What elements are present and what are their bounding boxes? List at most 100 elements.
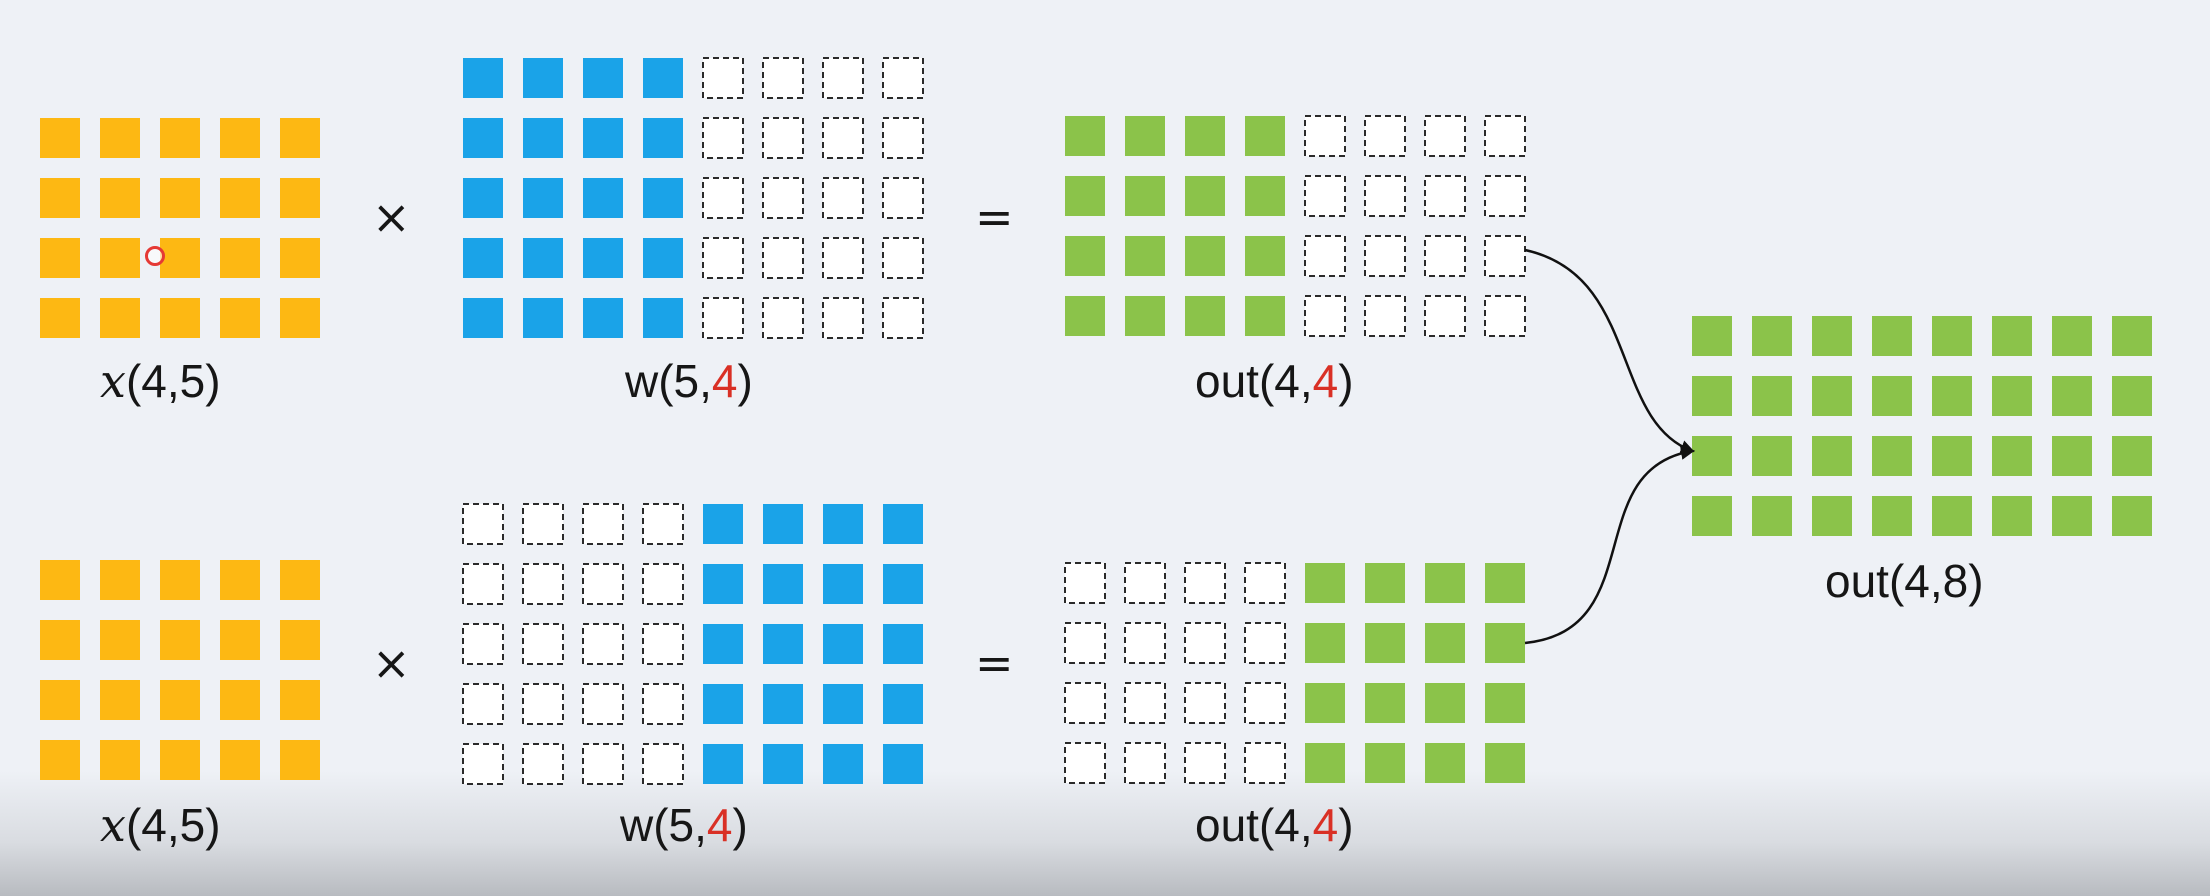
w-bottom-cell-4-6 xyxy=(823,744,863,784)
x-bottom-cell-1-2 xyxy=(160,620,200,660)
w-top-cell-4-2 xyxy=(583,298,623,338)
w-top-cell-2-0 xyxy=(463,178,503,218)
result-cell-3-6 xyxy=(2052,496,2092,536)
x-bottom-cell-0-2 xyxy=(160,560,200,600)
out-bottom-cell-1-4 xyxy=(1305,623,1345,663)
w-bottom-cell-4-7 xyxy=(883,744,923,784)
label-w-suffix: ) xyxy=(732,799,748,851)
w-bottom-cell-4-4 xyxy=(703,744,743,784)
out-bottom-cell-1-1-empty xyxy=(1124,622,1166,664)
x-top-cell-0-0 xyxy=(40,118,80,158)
out-top-cell-2-6-empty xyxy=(1424,235,1466,277)
w-bottom-cell-4-0-empty xyxy=(462,743,504,785)
label-x-var: x xyxy=(100,798,126,852)
result-cell-1-6 xyxy=(2052,376,2092,416)
result-cell-2-6 xyxy=(2052,436,2092,476)
w-top-cell-1-4-empty xyxy=(702,117,744,159)
x-top-cell-3-2 xyxy=(160,298,200,338)
w-top-cell-0-4-empty xyxy=(702,57,744,99)
w-top-cell-2-4-empty xyxy=(702,177,744,219)
label-out-bottom: out(4,4) xyxy=(1195,802,1354,848)
out-top-cell-1-4-empty xyxy=(1304,175,1346,217)
x-bottom-cell-1-1 xyxy=(100,620,140,660)
w-bottom-cell-1-3-empty xyxy=(642,563,684,605)
result-cell-3-7 xyxy=(2112,496,2152,536)
out-bottom-cell-0-5 xyxy=(1365,563,1405,603)
x-bottom-cell-2-2 xyxy=(160,680,200,720)
w-top-cell-0-0 xyxy=(463,58,503,98)
w-top-cell-2-1 xyxy=(523,178,563,218)
result-cell-2-3 xyxy=(1872,436,1912,476)
label-x-dims: (4,5) xyxy=(125,355,221,407)
w-bottom-cell-2-3-empty xyxy=(642,623,684,665)
out-bottom-cell-3-3-empty xyxy=(1244,742,1286,784)
w-top-cell-1-5-empty xyxy=(762,117,804,159)
x-top-cell-0-4 xyxy=(280,118,320,158)
x-bottom-cell-3-4 xyxy=(280,740,320,780)
label-out-top: out(4,4) xyxy=(1195,358,1354,404)
w-bottom-cell-4-3-empty xyxy=(642,743,684,785)
out-top-cell-2-3 xyxy=(1245,236,1285,276)
equals-operator-top: = xyxy=(975,190,1014,244)
w-bottom-cell-1-2-empty xyxy=(582,563,624,605)
w-bottom-cell-1-4 xyxy=(703,564,743,604)
w-top-cell-4-4-empty xyxy=(702,297,744,339)
out-top-cell-0-1 xyxy=(1125,116,1165,156)
result-cell-2-7 xyxy=(2112,436,2152,476)
w-bottom-cell-3-1-empty xyxy=(522,683,564,725)
w-top-cell-2-7-empty xyxy=(882,177,924,219)
w-top-cell-3-5-empty xyxy=(762,237,804,279)
w-bottom-cell-1-6 xyxy=(823,564,863,604)
result-cell-2-2 xyxy=(1812,436,1852,476)
result-cell-0-0 xyxy=(1692,316,1732,356)
x-bottom-cell-2-4 xyxy=(280,680,320,720)
out-top-cell-1-7-empty xyxy=(1484,175,1526,217)
w-bottom-cell-3-5 xyxy=(763,684,803,724)
result-cell-0-4 xyxy=(1932,316,1972,356)
x-top-cell-2-2 xyxy=(160,238,200,278)
w-bottom-cell-4-1-empty xyxy=(522,743,564,785)
label-w-highlight: 4 xyxy=(706,799,733,851)
out-top-cell-1-2 xyxy=(1185,176,1225,216)
result-cell-1-2 xyxy=(1812,376,1852,416)
out-bottom-cell-2-4 xyxy=(1305,683,1345,723)
x-top-cell-0-3 xyxy=(220,118,260,158)
label-x-var: x xyxy=(100,354,126,408)
w-bottom-cell-0-1-empty xyxy=(522,503,564,545)
x-bottom-cell-0-0 xyxy=(40,560,80,600)
out-top-cell-3-3 xyxy=(1245,296,1285,336)
result-cell-0-2 xyxy=(1812,316,1852,356)
x-top-cell-2-4 xyxy=(280,238,320,278)
x-bottom-cell-1-0 xyxy=(40,620,80,660)
result-cell-1-7 xyxy=(2112,376,2152,416)
w-top-cell-3-4-empty xyxy=(702,237,744,279)
w-top-cell-0-1 xyxy=(523,58,563,98)
x-top-cell-2-1 xyxy=(100,238,140,278)
result-cell-3-0 xyxy=(1692,496,1732,536)
w-bottom-cell-3-3-empty xyxy=(642,683,684,725)
result-cell-3-2 xyxy=(1812,496,1852,536)
x-bottom-cell-1-3 xyxy=(220,620,260,660)
out-top-cell-3-5-empty xyxy=(1364,295,1406,337)
label-x-bottom: x(4,5) xyxy=(100,802,221,848)
out-bottom-cell-3-5 xyxy=(1365,743,1405,783)
out-top-cell-3-2 xyxy=(1185,296,1225,336)
result-cell-0-6 xyxy=(2052,316,2092,356)
w-bottom-cell-2-1-empty xyxy=(522,623,564,665)
x-bottom-cell-2-3 xyxy=(220,680,260,720)
out-bottom-cell-2-0-empty xyxy=(1064,682,1106,724)
w-top-cell-3-6-empty xyxy=(822,237,864,279)
out-bottom-cell-2-5 xyxy=(1365,683,1405,723)
w-top-cell-1-0 xyxy=(463,118,503,158)
w-bottom-cell-3-4 xyxy=(703,684,743,724)
w-top-cell-0-2 xyxy=(583,58,623,98)
out-bottom-cell-0-3-empty xyxy=(1244,562,1286,604)
out-bottom-cell-0-1-empty xyxy=(1124,562,1166,604)
x-top-cell-1-1 xyxy=(100,178,140,218)
out-top-cell-1-3 xyxy=(1245,176,1285,216)
x-top-cell-1-2 xyxy=(160,178,200,218)
x-bottom-cell-1-4 xyxy=(280,620,320,660)
out-bottom-cell-3-0-empty xyxy=(1064,742,1106,784)
result-cell-3-4 xyxy=(1932,496,1972,536)
out-top-cell-3-7-empty xyxy=(1484,295,1526,337)
